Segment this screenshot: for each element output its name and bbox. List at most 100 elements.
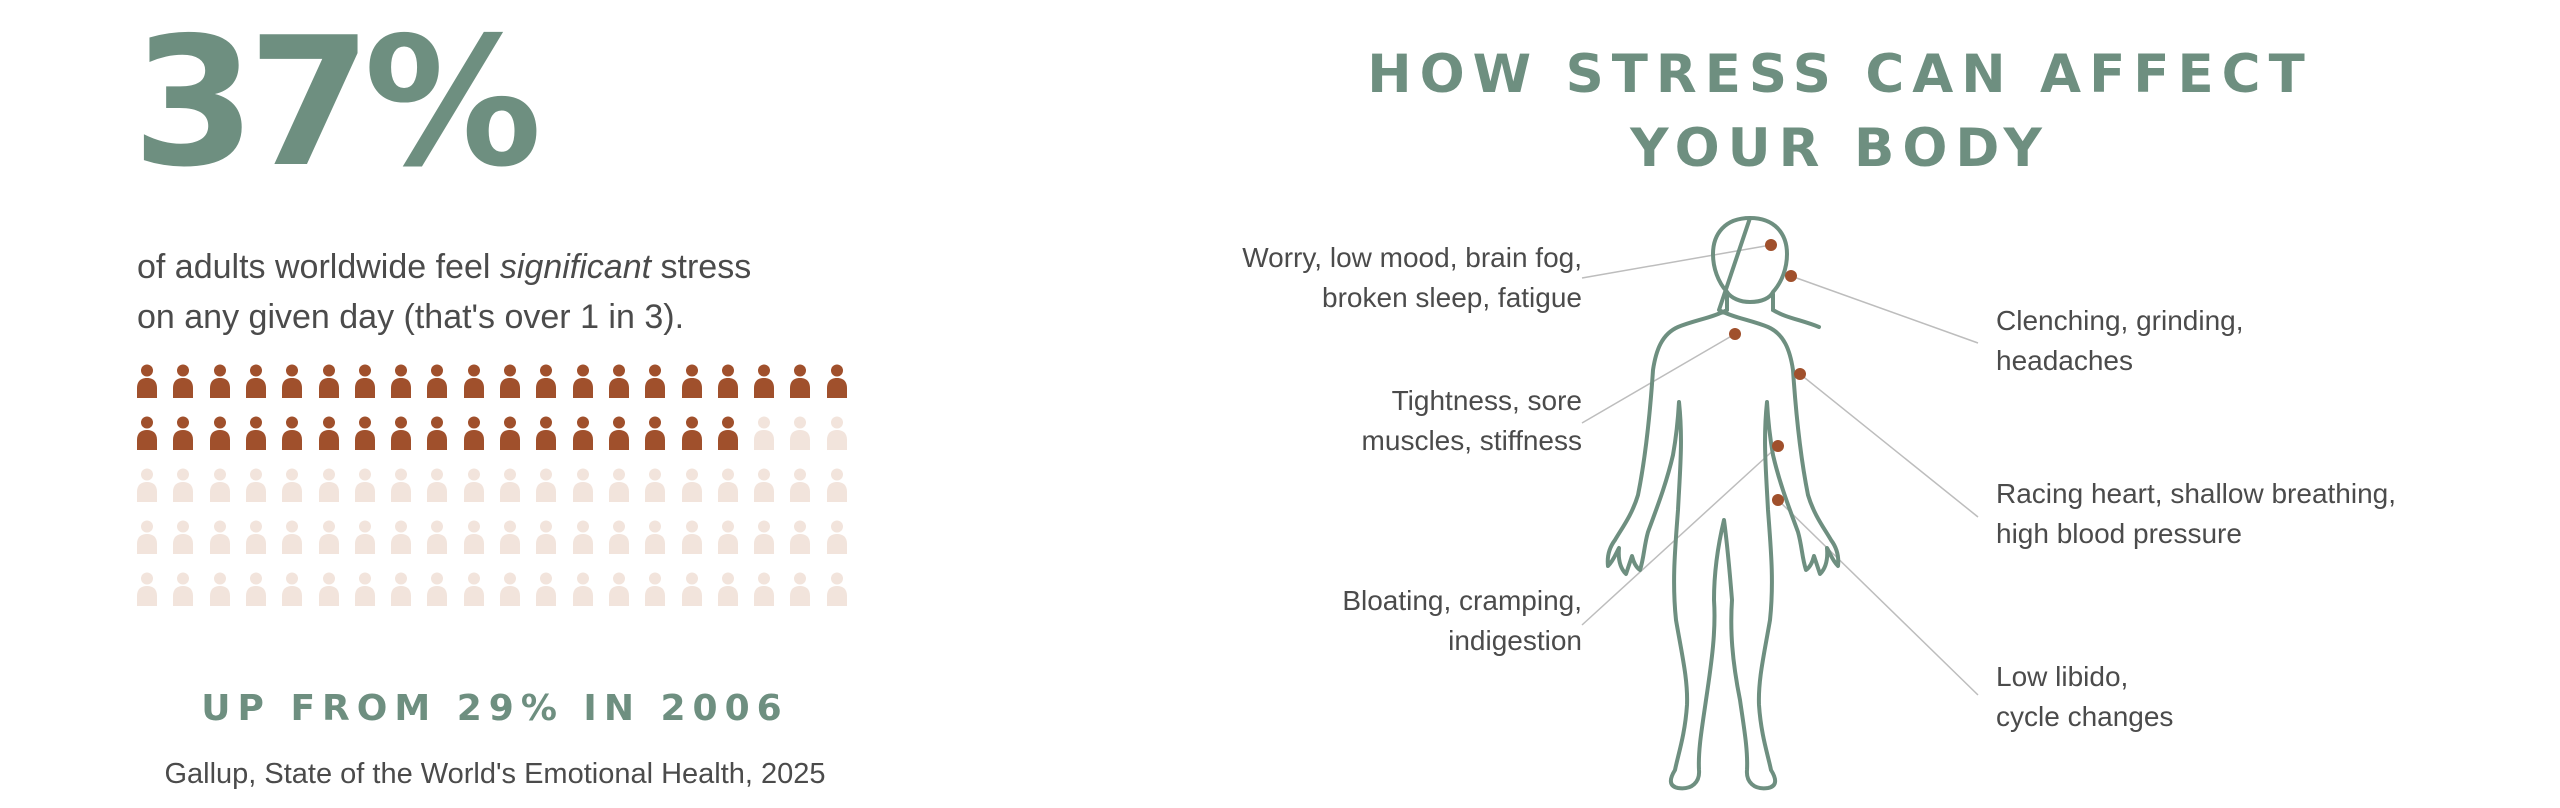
caption-text: of adults worldwide feel: [137, 248, 500, 286]
person-icon: [136, 468, 158, 502]
title-line-2: YOUR BODY: [1630, 118, 2050, 179]
person-icon-stressed: [426, 364, 448, 398]
person-icon: [354, 520, 376, 554]
person-icon-stressed: [245, 416, 267, 450]
person-icon: [644, 520, 666, 554]
person-icon-stressed: [717, 364, 739, 398]
person-icon: [245, 572, 267, 606]
person-icon: [463, 520, 485, 554]
caption-line-2: on any given day (that's over 1 in 3).: [137, 298, 685, 336]
person-icon-stressed: [318, 416, 340, 450]
person-icon: [463, 468, 485, 502]
person-icon-stressed: [136, 364, 158, 398]
person-icon: [281, 572, 303, 606]
person-icon: [209, 572, 231, 606]
person-icon: [535, 468, 557, 502]
person-icon: [826, 416, 848, 450]
person-icon: [753, 416, 775, 450]
person-icon-stressed: [354, 364, 376, 398]
person-icon-stressed: [209, 364, 231, 398]
person-icon: [463, 572, 485, 606]
person-icon: [681, 520, 703, 554]
person-icon: [172, 468, 194, 502]
person-icon: [426, 572, 448, 606]
person-icon-stressed: [426, 416, 448, 450]
source-citation: Gallup, State of the World's Emotional H…: [164, 758, 826, 790]
person-icon: [245, 468, 267, 502]
symptom-reproductive-line-2: cycle changes: [1996, 701, 2174, 732]
person-icon: [209, 520, 231, 554]
person-icon-stressed: [753, 364, 775, 398]
stat-percentage: 37%: [132, 0, 542, 206]
person-icon-stressed: [681, 364, 703, 398]
person-icon-stressed: [390, 416, 412, 450]
body-outline-illustration: [1605, 216, 1841, 791]
person-icon: [209, 468, 231, 502]
caption-emphasis: significant: [499, 248, 652, 286]
symptom-muscles: Tightness, sore muscles, stiffness: [1162, 381, 1582, 461]
person-icon: [172, 572, 194, 606]
symptom-muscles-line-2: muscles, stiffness: [1361, 425, 1582, 456]
marker-gut: [1772, 440, 1784, 452]
person-icon-stressed: [281, 416, 303, 450]
person-icon: [136, 520, 158, 554]
person-icon-stressed: [826, 364, 848, 398]
person-icon-stressed: [245, 364, 267, 398]
person-icon: [717, 520, 739, 554]
person-icon: [644, 572, 666, 606]
person-icon-stressed: [789, 364, 811, 398]
person-icon: [499, 572, 521, 606]
person-icon: [390, 520, 412, 554]
person-icon-stressed: [172, 416, 194, 450]
person-icon: [644, 468, 666, 502]
person-icon: [753, 468, 775, 502]
person-icon-stressed: [608, 416, 630, 450]
person-icon: [245, 520, 267, 554]
person-icon: [826, 572, 848, 606]
person-icon-stressed: [572, 416, 594, 450]
person-icon: [281, 468, 303, 502]
symptom-heart-line-1: Racing heart, shallow breathing,: [1996, 478, 2397, 509]
title-line-1: HOW STRESS CAN AFFECT: [1367, 44, 2313, 105]
person-icon: [318, 520, 340, 554]
person-icon: [572, 468, 594, 502]
person-icon: [789, 416, 811, 450]
person-icon: [608, 520, 630, 554]
marker-mind: [1765, 239, 1777, 251]
symptom-heart-line-2: high blood pressure: [1996, 518, 2242, 549]
person-icon: [426, 520, 448, 554]
person-icon: [354, 468, 376, 502]
person-icon: [681, 468, 703, 502]
person-icon: [789, 468, 811, 502]
trend-note: UP FROM 29% IN 2006: [201, 688, 789, 729]
person-icon: [753, 520, 775, 554]
person-icon: [717, 572, 739, 606]
caption-text-end: stress: [651, 248, 752, 286]
symptom-heart: Racing heart, shallow breathing, high bl…: [1996, 474, 2476, 554]
person-icon-stressed: [463, 416, 485, 450]
person-icon: [717, 468, 739, 502]
person-icon-stressed: [608, 364, 630, 398]
person-icon-stressed: [717, 416, 739, 450]
person-icon: [572, 520, 594, 554]
symptom-gut: Bloating, cramping, indigestion: [1162, 581, 1582, 661]
person-icon-stressed: [681, 416, 703, 450]
person-icon: [354, 572, 376, 606]
person-icon: [608, 572, 630, 606]
person-icon: [753, 572, 775, 606]
person-icon-stressed: [499, 416, 521, 450]
person-icon-stressed: [390, 364, 412, 398]
marker-reproductive: [1772, 494, 1784, 506]
person-icon-stressed: [499, 364, 521, 398]
symptom-reproductive: Low libido, cycle changes: [1996, 657, 2476, 737]
person-icon: [789, 520, 811, 554]
marker-heart: [1794, 368, 1806, 380]
person-icon: [318, 468, 340, 502]
symptom-mind-line-1: Worry, low mood, brain fog,: [1242, 242, 1582, 273]
symptom-gut-line-1: Bloating, cramping,: [1342, 585, 1582, 616]
person-icon-stressed: [281, 364, 303, 398]
symptom-mind: Worry, low mood, brain fog, broken sleep…: [1162, 238, 1582, 318]
person-icon-stressed: [535, 364, 557, 398]
person-icon: [826, 468, 848, 502]
person-icon: [318, 572, 340, 606]
